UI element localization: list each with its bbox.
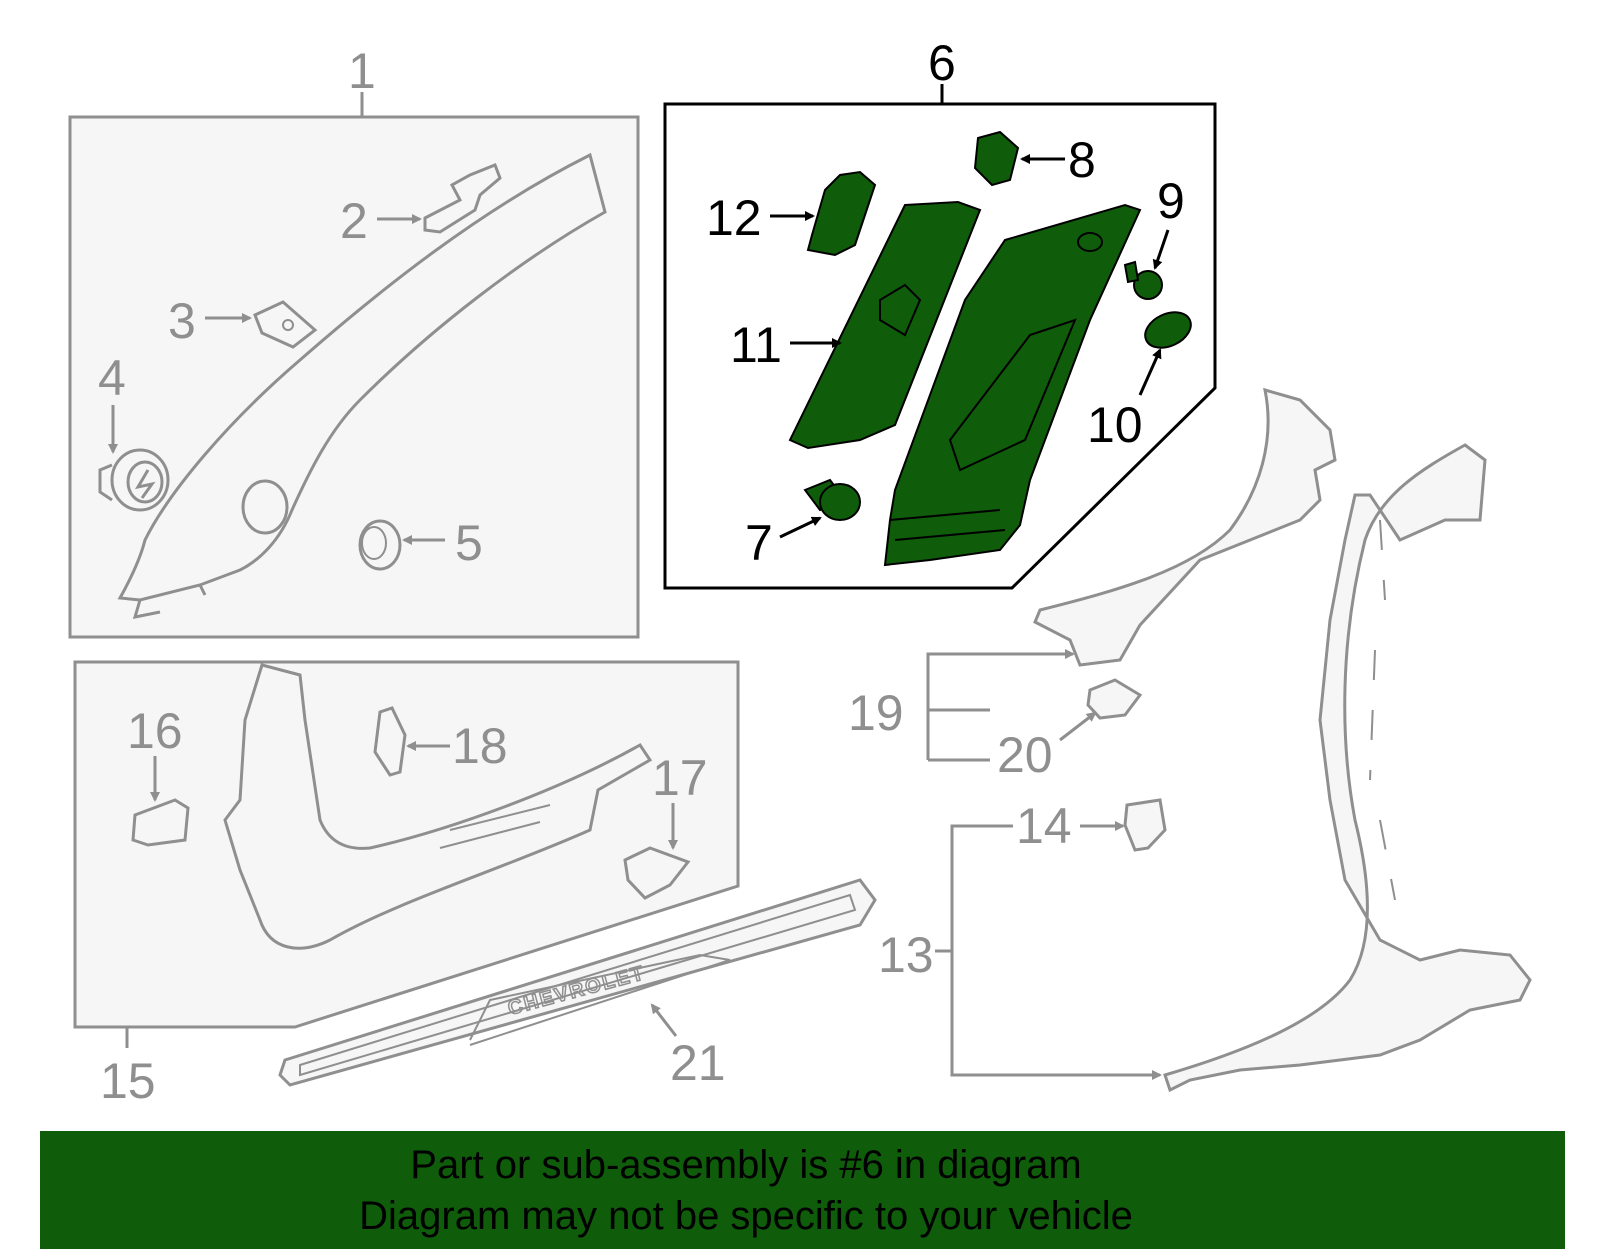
callout-16: 16 (127, 703, 183, 759)
banner-line-2: Diagram may not be specific to your vehi… (359, 1194, 1133, 1238)
part-4-grommet[interactable] (98, 448, 170, 512)
callout-5: 5 (455, 515, 483, 571)
part-13-b-pillar-lower[interactable] (1163, 443, 1532, 1093)
part-6-b-pillar-trim[interactable] (883, 203, 1142, 567)
part-12-clip[interactable] (806, 170, 877, 257)
callout-6: 6 (928, 35, 956, 91)
part-10-plug[interactable] (1139, 305, 1196, 354)
part-2-clip[interactable] (423, 163, 502, 234)
callout-15: 15 (100, 1053, 156, 1109)
group-15-box: 16 18 17 15 (73, 660, 740, 1109)
callout-19: 19 (848, 685, 904, 741)
kick-panel-trim[interactable] (223, 663, 653, 950)
part-7-push-pin[interactable] (803, 478, 861, 521)
callout-9: 9 (1157, 173, 1185, 229)
callout-17: 17 (652, 750, 708, 806)
callout-8: 8 (1068, 132, 1096, 188)
info-banner: Part or sub-assembly is #6 in diagram Di… (40, 1131, 1565, 1249)
callout-2: 2 (340, 193, 368, 249)
callout-7: 7 (745, 515, 773, 571)
callout-11: 11 (730, 317, 782, 373)
callout-18: 18 (452, 718, 508, 774)
part-3-nut[interactable] (253, 300, 318, 349)
part-19-trim[interactable] (1033, 387, 1337, 667)
part-8-clip[interactable] (973, 130, 1020, 187)
group-6-box: 6 8 9 12 11 10 7 (663, 35, 1217, 590)
callout-10: 10 (1087, 397, 1143, 453)
part-18-clip[interactable] (373, 706, 407, 777)
part-5-plug[interactable] (358, 519, 402, 571)
pillar-speaker-hole (241, 479, 289, 535)
part-9-screw[interactable] (1123, 260, 1163, 300)
callout-12: 12 (706, 190, 762, 246)
part-14-clip[interactable] (1123, 798, 1167, 852)
banner-background (40, 1131, 1565, 1249)
a-pillar-trim[interactable] (117, 152, 607, 602)
callout-14: 14 (1016, 798, 1072, 854)
part-20-clip[interactable] (1086, 678, 1143, 720)
part-21-sill-plate[interactable]: CHEVROLET 21 (278, 878, 877, 1091)
right-side-parts: 19 20 14 13 (848, 387, 1532, 1093)
banner-line-1: Part or sub-assembly is #6 in diagram (410, 1143, 1081, 1187)
group-1-box: 1 2 3 4 5 (68, 43, 640, 639)
callout-21: 21 (670, 1035, 726, 1091)
callout-13: 13 (878, 927, 934, 983)
part-17-clip[interactable] (623, 846, 691, 900)
callout-4: 4 (98, 350, 126, 406)
callout-20: 20 (997, 727, 1053, 783)
callout-1: 1 (348, 43, 376, 99)
part-11-upper-trim[interactable] (788, 200, 982, 450)
callout-3: 3 (168, 293, 196, 349)
part-16-clip[interactable] (131, 798, 190, 847)
